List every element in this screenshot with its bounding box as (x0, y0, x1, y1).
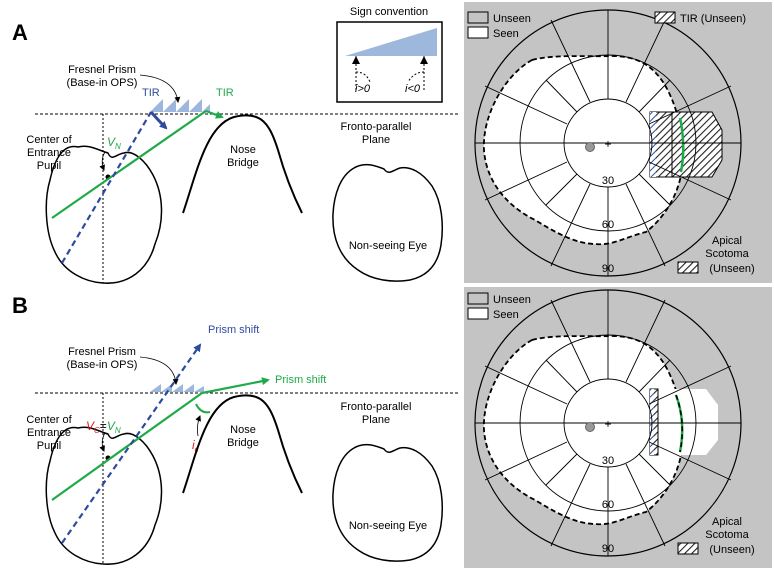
prism-label-b-2: (Base-in OPS) (67, 359, 138, 371)
blue-tir-arrow (149, 110, 168, 130)
plane-label-b-2: Plane (362, 414, 390, 426)
pupil-label: Center of (26, 134, 72, 146)
legend-unseen-b: Unseen (493, 294, 531, 306)
sign-convention-title: Sign convention (350, 6, 428, 18)
shifted-region-b (656, 389, 718, 455)
green-ray (51, 110, 207, 219)
tir-green-label: TIR (216, 87, 234, 99)
non-seeing-label-b: Non-seeing Eye (349, 520, 427, 532)
apical-label-a: Apical (712, 235, 742, 247)
nose-label-2: Bridge (227, 157, 259, 169)
sign-negative: i<0 (405, 83, 421, 95)
visual-field-a: + 30 60 90 Unseen Seen TIR (Unseen) Apic… (464, 2, 772, 283)
fresnel-prism-b (150, 384, 204, 392)
plane-label-2: Plane (362, 134, 390, 146)
tir-blue-label: TIR (142, 87, 160, 99)
non-seeing-eye (332, 163, 444, 282)
nose-label-b: Nose (230, 424, 256, 436)
plane-label: Fronto-parallel (341, 121, 412, 133)
svg-text:+: + (604, 137, 611, 151)
pupil-label-b-2: Entrance (27, 427, 71, 439)
visual-field-b: + 30 60 90 Unseen Seen Apical Scotoma (U… (464, 287, 772, 568)
nose-bridge (182, 114, 303, 214)
nose-label-b-2: Bridge (227, 437, 259, 449)
sign-convention-box: Sign convention i>0 i<0 (336, 6, 443, 103)
green-ray-b (51, 392, 203, 501)
plane-label-b: Fronto-parallel (341, 401, 412, 413)
apical-label-a-3: (Unseen) (709, 263, 754, 275)
legend-seen-b: Seen (493, 309, 519, 321)
green-shift-arrow (201, 377, 270, 395)
pupil-label-3: Pupil (37, 160, 61, 172)
sign-positive: i>0 (355, 83, 371, 95)
prism-label-b: Fresnel Prism (68, 346, 136, 358)
prism-label-2: (Base-in OPS) (67, 77, 138, 89)
tir-region-a (671, 111, 723, 178)
fresnel-prism (150, 99, 210, 112)
non-seeing-label: Non-seeing Eye (349, 240, 427, 252)
shift-green-label: Prism shift (275, 374, 326, 386)
apical-label-b-2: Scotoma (705, 529, 749, 541)
ring-60-b: 60 (602, 499, 614, 511)
legend-tir-a: TIR (Unseen) (680, 13, 746, 25)
apical-label-b: Apical (712, 516, 742, 528)
ring-60-a: 60 (602, 219, 614, 231)
pupil-label-b-3: Pupil (37, 440, 61, 452)
pupil-label-2: Entrance (27, 147, 71, 159)
shift-blue-label: Prism shift (208, 324, 259, 336)
apical-label-a-2: Scotoma (705, 248, 749, 260)
panel-a-letter: A (12, 20, 28, 45)
apical-label-b-3: (Unseen) (709, 544, 754, 556)
svg-text:+: + (604, 417, 611, 431)
seeing-eye (45, 145, 163, 284)
prism-label: Fresnel Prism (68, 64, 136, 76)
angle-vc-vn-label: VC=VN (86, 419, 121, 435)
green-tir-arrow (205, 109, 224, 119)
ring-90-b: 90 (602, 543, 614, 555)
nose-label: Nose (230, 144, 256, 156)
angle-vn-label: VN (107, 135, 121, 151)
ring-30-a: 30 (602, 175, 614, 187)
panel-b-diagram: B Fronto-parallel Plane Fresnel Prism (B… (12, 293, 458, 565)
nose-bridge-b (182, 394, 303, 494)
non-seeing-eye-b (332, 443, 444, 562)
ring-90-a: 90 (602, 263, 614, 275)
seeing-eye-b (45, 426, 163, 565)
ring-30-b: 30 (602, 455, 614, 467)
blue-ray-b (61, 343, 202, 544)
legend-seen-a: Seen (493, 28, 519, 40)
legend-unseen-a: Unseen (493, 13, 531, 25)
pupil-label-b: Center of (26, 414, 72, 426)
panel-b-letter: B (12, 293, 28, 318)
panel-a-diagram: A Sign convention i>0 i<0 Fronto-paralle… (12, 6, 458, 284)
